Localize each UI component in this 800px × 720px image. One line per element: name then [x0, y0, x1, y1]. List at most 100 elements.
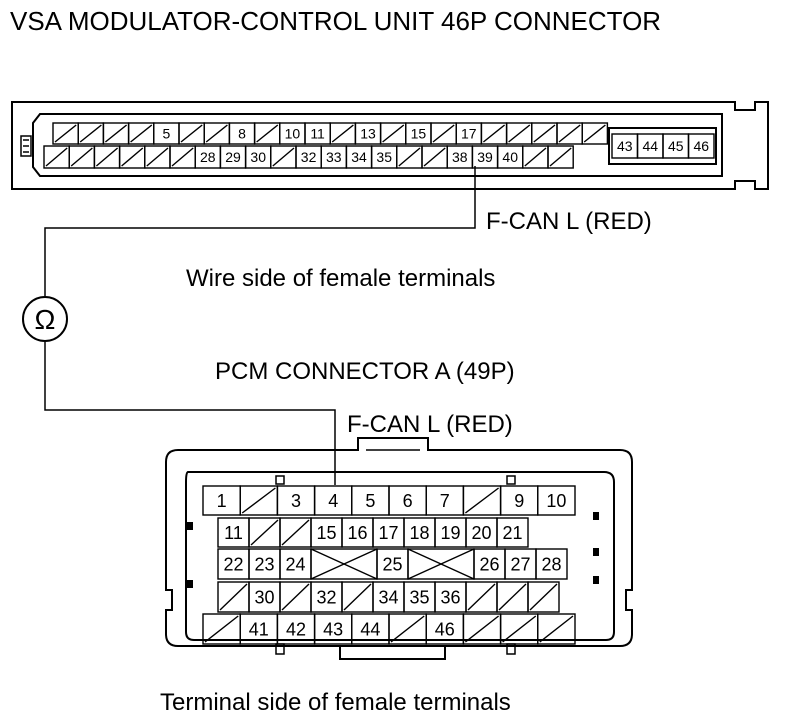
vsa-terminal-r2-11-number: 33: [326, 149, 342, 165]
vsa-terminal-aux-2-number: 45: [668, 138, 684, 154]
vsa-terminal-r2-10-number: 32: [301, 149, 317, 165]
pcm-terminal-r2-8-number: 20: [471, 523, 491, 543]
pcm-terminal-r4-10: [527, 581, 560, 613]
vsa-connector-title: VSA MODULATOR-CONTROL UNIT 46P CONNECTOR: [10, 6, 661, 36]
pcm-terminal-r1-2-number: 3: [291, 491, 301, 511]
vsa-terminal-aux-3-number: 46: [693, 138, 709, 154]
vsa-wire-label: F-CAN L (RED): [486, 208, 652, 235]
vsa-terminal-r1-7-number: 8: [238, 126, 246, 142]
pcm-terminal-r4-9-blank-slash: [498, 583, 527, 611]
vsa-terminal-r1-9-number: 10: [285, 126, 301, 142]
pcm-terminal-r1-5-number: 6: [403, 491, 413, 511]
pcm-terminal-r2-0-number: 11: [224, 523, 243, 543]
vsa-terminal-r1-17-blank-slash: [482, 124, 506, 143]
vsa-terminal-r1-8-blank-slash: [256, 124, 279, 143]
pcm-terminal-r5-0-blank-slash: [204, 615, 239, 643]
pcm-bottom-lock: [339, 646, 446, 660]
pcm-terminal-r5-4-number: 44: [360, 619, 380, 639]
pcm-terminal-r2-5-number: 17: [378, 523, 398, 543]
pcm-blank-block-right-diag-b: [407, 548, 475, 580]
vsa-terminal-r1-20-blank-slash: [558, 124, 581, 143]
pcm-terminal-r3-right-0-number: 26: [479, 554, 499, 574]
pcm-terminal-r3-right-1-number: 27: [510, 554, 530, 574]
pcm-terminal-r1-3-number: 4: [328, 491, 338, 511]
pcm-terminal-r2-2-blank-slash: [281, 519, 310, 546]
pcm-terminal-r1-8-number: 9: [514, 491, 524, 511]
vsa-terminal-r2-5-blank-slash: [171, 147, 194, 167]
vsa-terminal-r1-16-number: 17: [461, 126, 477, 142]
pcm-terminal-r5-1-number: 41: [249, 619, 269, 639]
test-lead-vsa: [44, 166, 476, 296]
vsa-terminal-aux-3: [687, 133, 715, 159]
pcm-terminal-r5-3-number: 43: [323, 619, 343, 639]
vsa-terminal-r1-21: [581, 122, 609, 145]
vsa-terminal-r1-0-blank-slash: [54, 124, 77, 143]
vsa-terminal-r2-17-number: 39: [477, 149, 493, 165]
pcm-terminal-r2-9: [496, 517, 529, 548]
vsa-terminal-r1-4-number: 5: [163, 126, 171, 142]
vsa-terminal-aux-1-number: 44: [642, 138, 658, 154]
vsa-aux-block: [608, 127, 717, 165]
vsa-terminal-r1-6-blank-slash: [205, 124, 228, 143]
pcm-terminal-r4-10-blank-slash: [529, 583, 558, 611]
pcm-terminal-r5-8-blank-slash: [502, 615, 537, 643]
pcm-terminal-r4-6-number: 35: [409, 587, 429, 607]
pcm-terminal-r2-3-number: 15: [316, 523, 336, 543]
vsa-terminal-r1-3-blank-slash: [130, 124, 153, 143]
vsa-terminal-r2-20-blank-slash: [549, 147, 572, 167]
vsa-terminal-r1-1-blank-slash: [79, 124, 102, 143]
pcm-terminal-r2-7-number: 19: [440, 523, 460, 543]
pcm-terminal-r2-6-number: 18: [409, 523, 429, 543]
pcm-terminal-r5-9-blank-slash: [539, 615, 574, 643]
pcm-view-label: Terminal side of female terminals: [160, 689, 511, 716]
vsa-terminal-r2-6-number: 28: [200, 149, 216, 165]
pcm-blank-block-left-diag-b: [310, 548, 378, 580]
pcm-connector-housing: [165, 437, 633, 647]
pcm-terminal-r3-mid-number: 25: [382, 554, 402, 574]
vsa-terminal-r2-1-blank-slash: [70, 147, 93, 167]
pcm-terminal-r4-7-number: 36: [440, 587, 460, 607]
ohmmeter-icon: [22, 296, 68, 342]
vsa-terminal-r1-13-blank-slash: [382, 124, 405, 143]
vsa-terminal-r1-2-blank-slash: [104, 124, 128, 143]
pcm-terminal-r3-left-0-number: 22: [223, 554, 243, 574]
vsa-terminal-r1-10-number: 11: [310, 126, 325, 142]
pcm-terminal-r3-right-2-number: 28: [541, 554, 561, 574]
pcm-terminal-r3-right-2: [535, 548, 568, 580]
vsa-terminal-r1-14-number: 15: [411, 126, 427, 142]
vsa-terminal-aux-0-number: 43: [617, 138, 633, 154]
test-lead-pcm: [44, 342, 336, 485]
vsa-terminal-r1-18-blank-slash: [508, 124, 531, 143]
vsa-terminal-r2-20: [547, 145, 574, 169]
vsa-terminal-r1-15-blank-slash: [432, 124, 455, 143]
pcm-terminal-r2-9-number: 21: [502, 523, 522, 543]
ohm-symbol: Ω: [35, 304, 56, 335]
vsa-terminal-r1-12-number: 13: [360, 126, 376, 142]
vsa-terminal-r2-4-blank-slash: [146, 147, 169, 167]
pcm-terminal-r4-3-number: 32: [316, 587, 336, 607]
pcm-terminal-r3-left-2-number: 24: [285, 554, 305, 574]
vsa-terminal-r1-5-blank-slash: [180, 124, 203, 143]
pcm-terminal-r5-7-blank-slash: [464, 615, 500, 643]
vsa-terminal-r2-9-blank-slash: [272, 147, 295, 167]
pcm-connector-inner-shell: [185, 471, 615, 641]
pcm-terminal-r1-1-blank-slash: [241, 487, 276, 514]
pcm-terminal-r5-5-blank-slash: [390, 615, 425, 643]
pcm-terminal-r4-8-blank-slash: [467, 583, 496, 611]
pcm-terminal-r5-9: [537, 613, 576, 645]
vsa-connector-housing: [11, 101, 769, 190]
pcm-terminal-r1-6-number: 7: [440, 491, 450, 511]
pcm-terminal-r1-0-number: 1: [217, 491, 227, 511]
pcm-terminal-r2-4-number: 16: [347, 523, 367, 543]
pcm-terminal-r4-4-blank-slash: [343, 583, 372, 611]
pcm-connector-title: PCM CONNECTOR A (49P): [215, 358, 515, 385]
vsa-view-label: Wire side of female terminals: [186, 265, 495, 292]
vsa-terminal-r2-18-number: 40: [502, 149, 518, 165]
vsa-terminal-r2-19-blank-slash: [524, 147, 547, 167]
pcm-terminal-r4-0-blank-slash: [219, 583, 248, 611]
pcm-terminal-r2-1-blank-slash: [250, 519, 279, 546]
pcm-terminal-r4-2-blank-slash: [281, 583, 310, 611]
pcm-terminal-r5-2-number: 42: [286, 619, 306, 639]
vsa-terminal-r2-16-number: 38: [452, 149, 468, 165]
